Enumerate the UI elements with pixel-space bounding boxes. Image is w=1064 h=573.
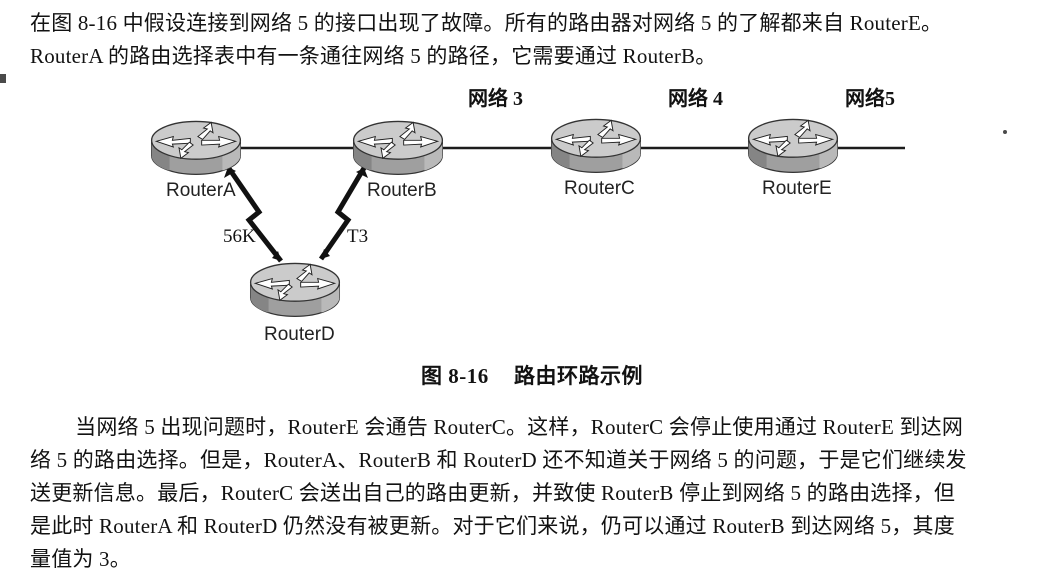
intro-line-1: 在图 8-16 中假设连接到网络 5 的接口出现了故障。所有的路由器对网络 5 … xyxy=(30,11,943,35)
router-d-label: RouterD xyxy=(264,324,335,345)
figure-title: 路由环路示例 xyxy=(513,364,643,388)
link-t3-label: T3 xyxy=(347,226,369,247)
lightning-tip xyxy=(272,251,281,261)
body-line-4: 是此时 RouterA 和 RouterD 仍然没有被更新。对于它们来说，仍可以… xyxy=(30,514,955,538)
network3-label: 网络 3 xyxy=(468,88,523,110)
intro-line-2: RouterA 的路由选择表中有一条通往网络 5 的路径，它需要通过 Route… xyxy=(30,44,717,68)
router-icon xyxy=(745,110,841,178)
serial-link-lightning-icon xyxy=(225,165,283,263)
body-line-2: 络 5 的路由选择。但是，RouterA、RouterB 和 RouterD 还… xyxy=(30,448,967,472)
lightning-tip xyxy=(356,168,368,178)
scan-artifact-edge xyxy=(0,74,6,83)
serial-link-lightning-icon xyxy=(318,166,367,261)
router-icon xyxy=(247,254,343,322)
body-line-1: 当网络 5 出现问题时，RouterE 会通告 RouterC。这样，Route… xyxy=(75,415,964,439)
router-b-label: RouterB xyxy=(367,180,437,201)
figure-caption: 图 8-16 路由环路示例 xyxy=(0,360,1064,390)
router-icon xyxy=(548,110,644,178)
lightning-tip xyxy=(321,249,330,259)
router-a-label: RouterA xyxy=(166,180,236,201)
scan-artifact-dot xyxy=(1003,130,1007,134)
body-line-3: 送更新信息。最后，RouterC 会送出自己的路由更新，并致使 RouterB … xyxy=(30,481,956,505)
body-line-5: 量值为 3。 xyxy=(30,547,131,571)
link-56k-label: 56K xyxy=(223,226,256,247)
intro-paragraph: 在图 8-16 中假设连接到网络 5 的接口出现了故障。所有的路由器对网络 5 … xyxy=(30,7,1042,73)
router-c-label: RouterC xyxy=(564,178,635,199)
network4-label: 网络 4 xyxy=(668,88,723,110)
router-e-label: RouterE xyxy=(762,178,832,199)
router-icon xyxy=(350,112,446,180)
network5-label: 网络5 xyxy=(845,88,895,110)
figure-number: 图 8-16 xyxy=(421,364,489,388)
body-paragraph: 当网络 5 出现问题时，RouterE 会通告 RouterC。这样，Route… xyxy=(30,411,1042,573)
lightning-tip xyxy=(224,167,236,178)
router-icon xyxy=(148,112,244,180)
